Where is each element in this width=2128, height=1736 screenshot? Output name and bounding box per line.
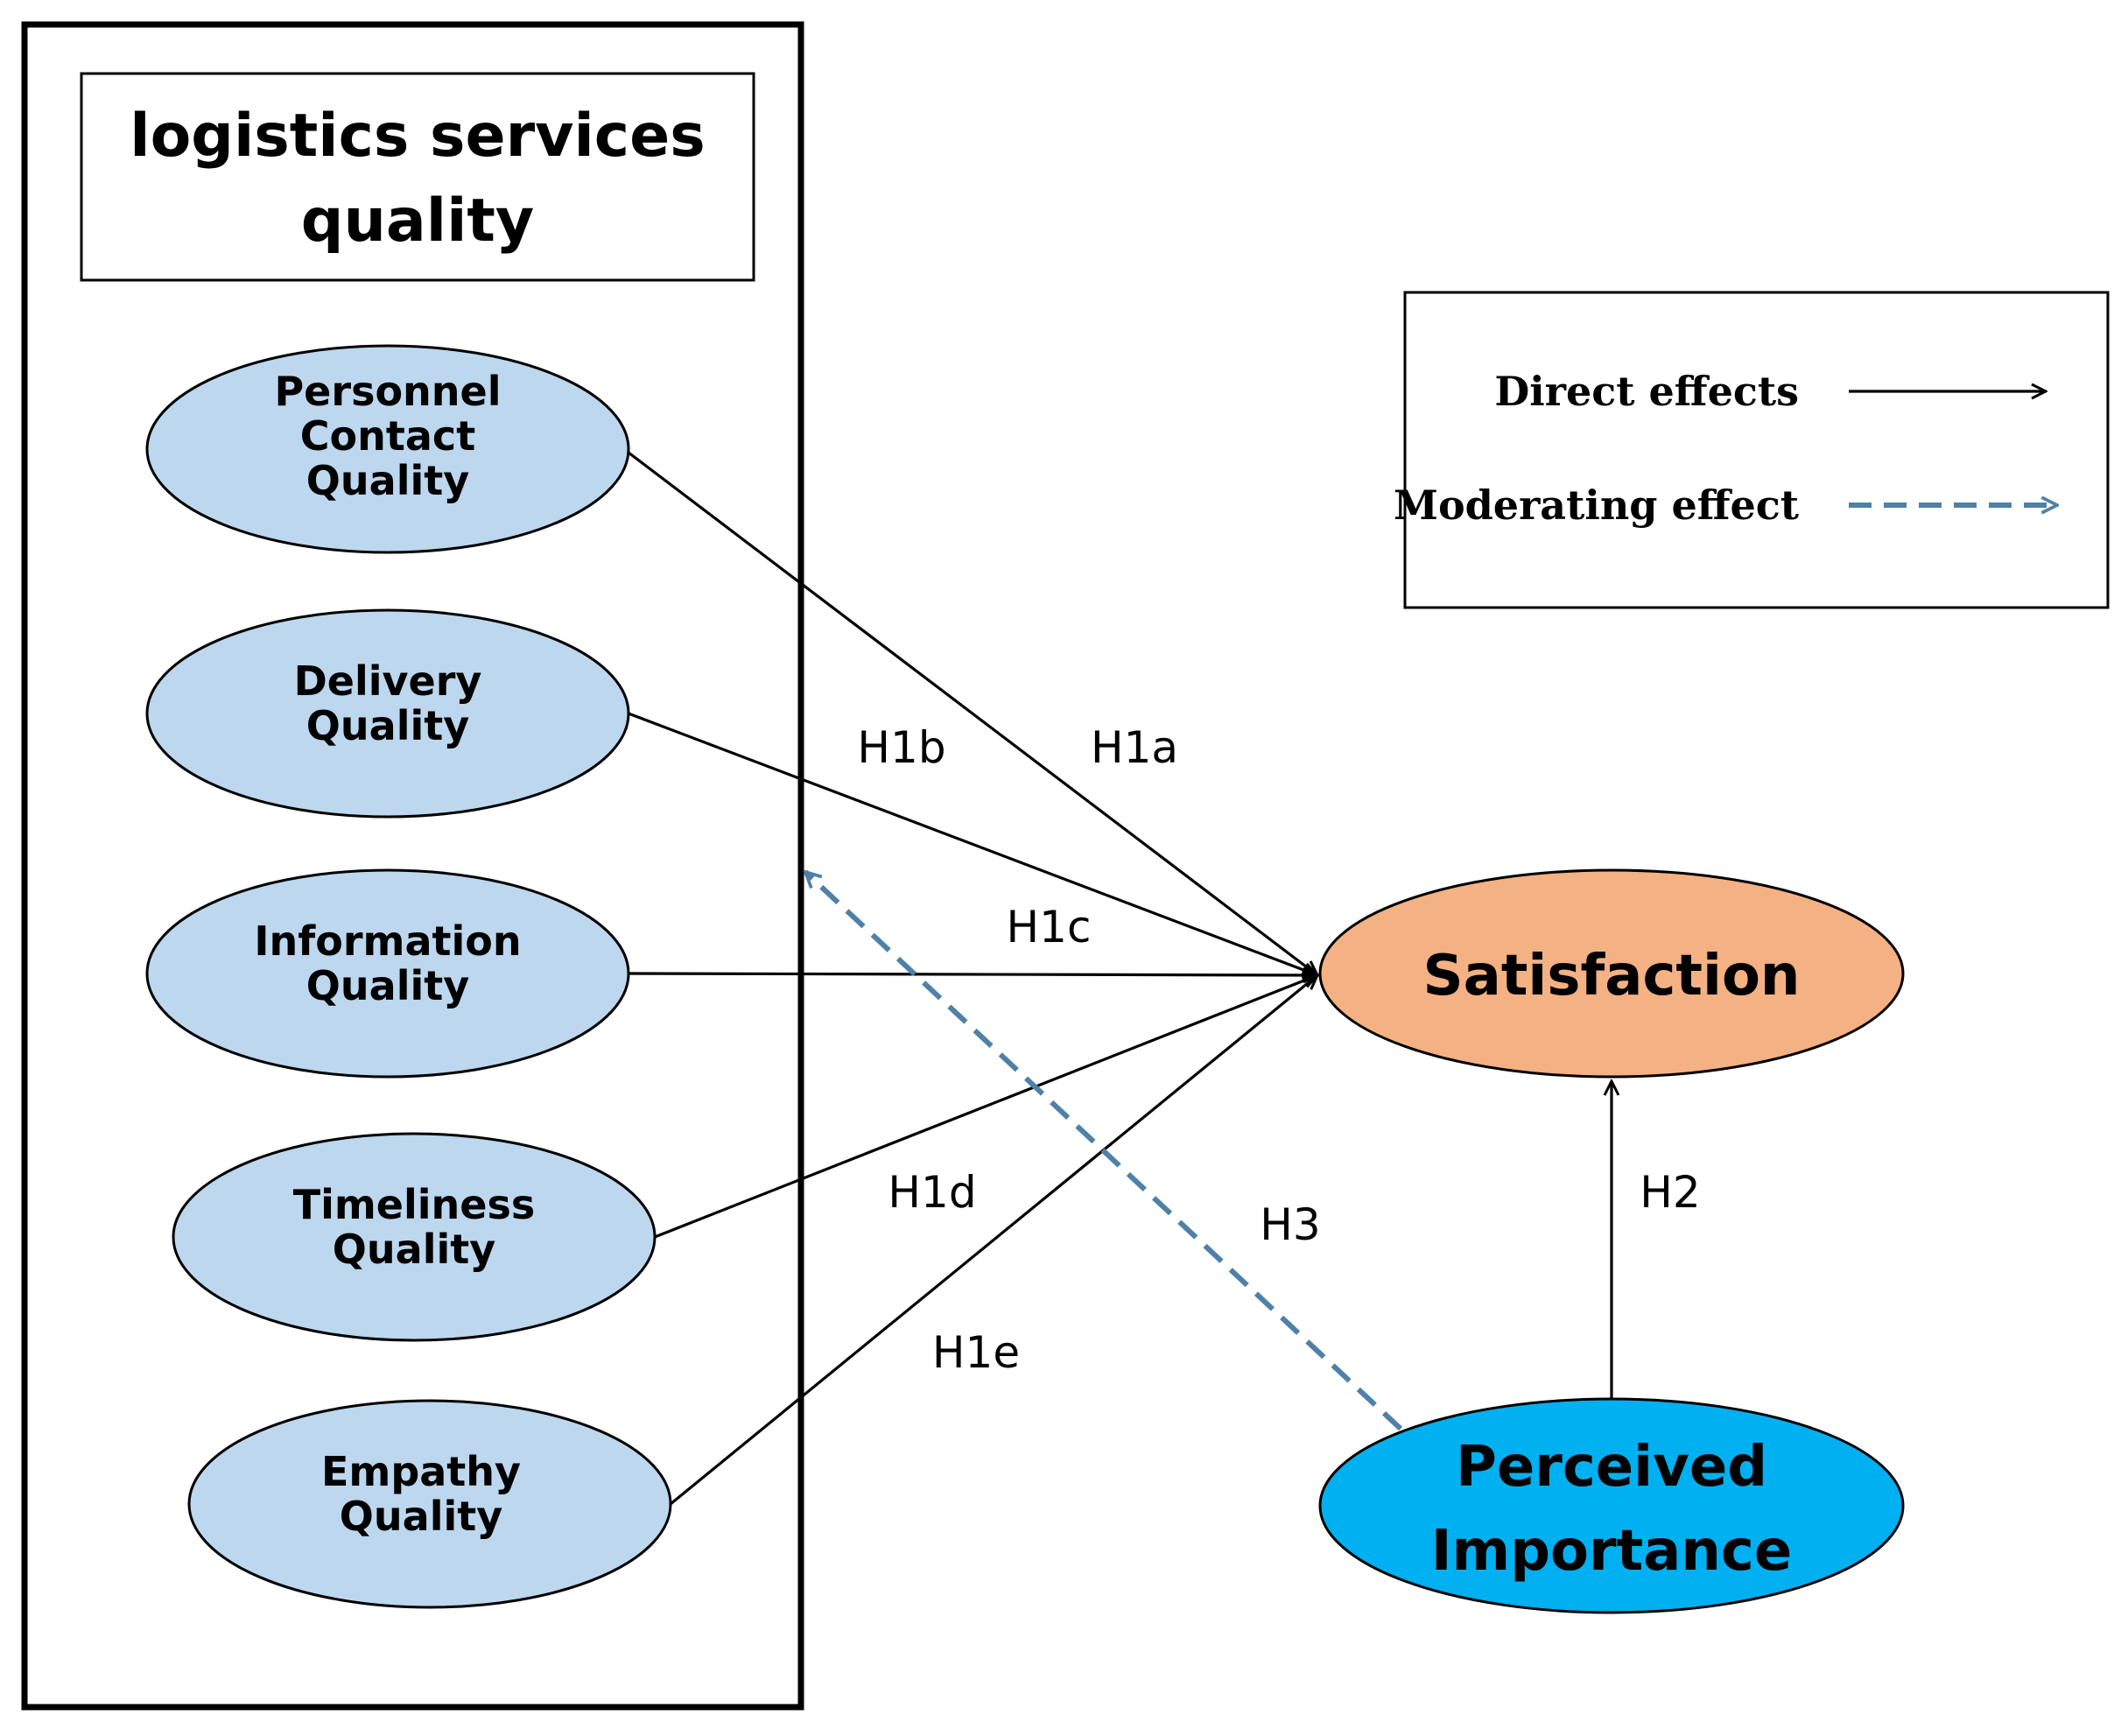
label-h2: H2 — [1640, 1167, 1700, 1218]
delivery-quality-node — [145, 608, 630, 819]
empathy-quality-node — [187, 1399, 672, 1609]
delivery-label-line2: Quality — [306, 702, 469, 749]
label-h3: H3 — [1260, 1199, 1320, 1250]
group-title-box — [80, 72, 755, 282]
group-title-line1: logistics services — [130, 102, 705, 171]
arrow-h1d — [654, 975, 1317, 1239]
timeliness-quality-node — [172, 1132, 657, 1342]
label-h1a: H1a — [1091, 722, 1178, 773]
arrow-h1b — [628, 712, 1317, 975]
perceived-importance-node — [1318, 1397, 1905, 1614]
satisfaction-node — [1318, 868, 1905, 1079]
legend-box — [1403, 291, 2110, 609]
perceived-importance-line1: Perceived — [1456, 1435, 1767, 1500]
label-h1d: H1d — [888, 1167, 976, 1218]
perceived-importance-line2: Importance — [1431, 1519, 1793, 1584]
personnel-label-line3: Quality — [306, 457, 469, 504]
label-h1e: H1e — [932, 1327, 1020, 1378]
personnel-label-line1: Personnel — [274, 368, 501, 415]
personnel-label-line2: Contact — [300, 412, 475, 460]
arrow-h1c — [628, 973, 1317, 975]
information-label-line2: Quality — [306, 962, 469, 1009]
timeliness-label-line1: Timeliness — [293, 1181, 536, 1228]
legend-moderating-label: Moderating effect — [1394, 481, 1800, 529]
arrow-h1a — [628, 451, 1317, 975]
empathy-label-line2: Quality — [340, 1493, 502, 1540]
satisfaction-label: Satisfaction — [1423, 944, 1801, 1009]
empathy-label-line1: Empathy — [321, 1448, 521, 1495]
arrow-h3 — [805, 872, 1403, 1431]
logistics-quality-group-box — [21, 21, 804, 1711]
group-title-line2: quality — [301, 186, 534, 256]
legend-direct-label: Direct effects — [1494, 368, 1799, 415]
arrow-h1e — [669, 975, 1317, 1506]
label-h1c: H1c — [1007, 902, 1092, 952]
label-h1b: H1b — [857, 722, 945, 773]
delivery-label-line1: Delivery — [294, 657, 482, 705]
personnel-contact-quality-node — [145, 344, 630, 554]
information-quality-node — [145, 868, 630, 1079]
information-label-line1: Information — [254, 917, 521, 965]
timeliness-label-line2: Quality — [333, 1226, 495, 1273]
